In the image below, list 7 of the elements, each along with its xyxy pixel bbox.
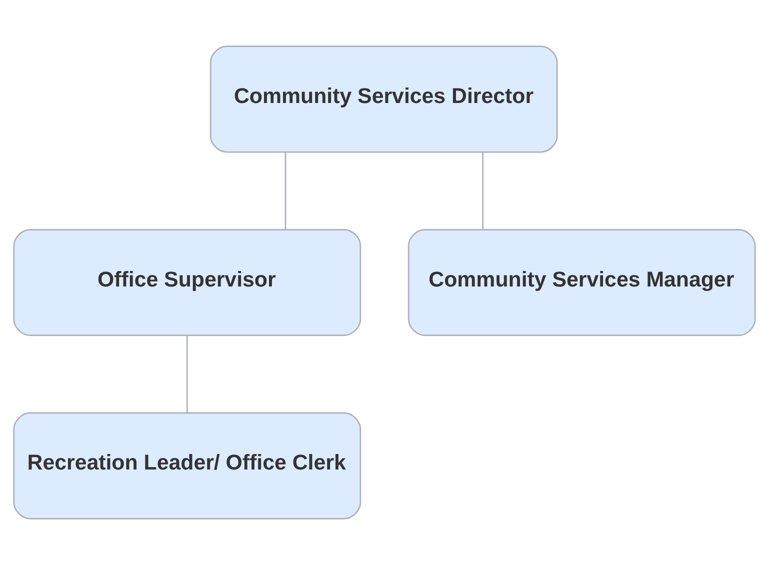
connector (186, 336, 188, 413)
node-box: Community Services Manager (408, 228, 756, 336)
connector (284, 152, 286, 230)
connector (482, 152, 484, 230)
node-box: Office Supervisor (13, 228, 362, 336)
node-box: Community Services Director (210, 46, 558, 153)
node-box: Recreation Leader/ Office Clerk (13, 412, 362, 520)
